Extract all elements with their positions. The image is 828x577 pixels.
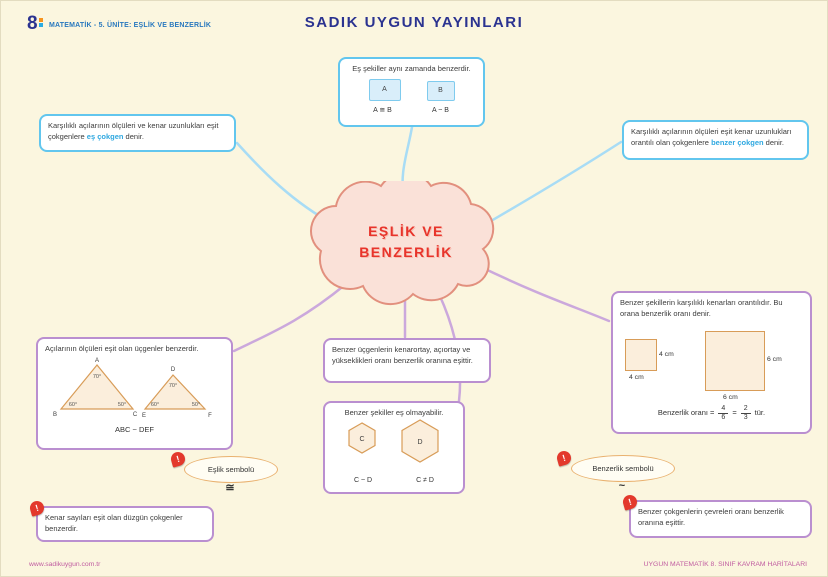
similarity-symbol-bubble: Benzerlik sembolü — [571, 455, 675, 482]
triangle-similarity-relation: ABC ~ DEF — [115, 425, 154, 434]
svg-text:E: E — [142, 413, 146, 419]
congruence-symbol-label: Eşlik sembolü — [207, 465, 255, 474]
svg-text:70°: 70° — [93, 374, 101, 380]
publisher-title: SADIK UYGUN YAYINLARI — [304, 14, 524, 31]
unit-label: MATEMATİK - 5. ÜNİTE: EŞLİK VE BENZERLİK — [49, 22, 212, 29]
definition-text-before: Karşılıklı açılarının ölçüleri ve kenar … — [48, 121, 219, 141]
svg-text:F: F — [208, 413, 212, 419]
hexagon-inequality-relation: C ≠ D — [416, 477, 434, 484]
alert-icon: ! — [555, 449, 573, 467]
formula-prefix: Benzerlik oranı = — [657, 407, 715, 417]
similarity-symbol-glyph: ~ — [618, 480, 626, 492]
similar-triangles-box: Açılarının ölçüleri eşit olan üçgenler b… — [36, 337, 233, 450]
small-square-shape — [625, 339, 657, 371]
grade-badge-dots-icon — [38, 18, 43, 27]
cloud-shape — [310, 181, 495, 306]
congruent-also-similar-text: Eş şekiller aynı zamanda benzerdir. — [352, 64, 471, 73]
median-ratio-text: Benzer üçgenlerin kenarortay, açıortay v… — [332, 345, 473, 365]
congruent-also-similar-box: Eş şekiller aynı zamanda benzerdir. A B … — [338, 57, 485, 127]
definition-text-before: Karşılıklı açılarının ölçüleri eşit kena… — [631, 127, 792, 147]
congruent-polygon-definition-box: Karşılıklı açılarının ölçüleri ve kenar … — [39, 114, 236, 152]
regular-polygons-note-text: Kenar sayıları eşit olan düzgün çokgenle… — [45, 513, 183, 533]
regular-polygons-note-box: Kenar sayıları eşit olan düzgün çokgenle… — [36, 506, 214, 542]
square-relations: A ≅ B A ~ B — [347, 106, 476, 116]
triangles-illustration: A B C 70° 60° 50° D E F 70° 60° 50° — [53, 358, 212, 419]
svg-text:D: D — [417, 439, 422, 446]
hexagon-similarity-relation: C ~ D — [354, 477, 373, 484]
grade-badge: 8 — [27, 14, 43, 33]
svg-text:50°: 50° — [192, 402, 200, 408]
perimeter-ratio-note-box: Benzer çokgenlerin çevreleri oranı benze… — [629, 500, 812, 538]
similar-polygon-definition-box: Karşılıklı açılarının ölçüleri eşit kena… — [622, 120, 809, 160]
square-a: A — [368, 78, 401, 101]
fraction-4-6: 4 6 — [718, 405, 729, 421]
alert-icon: ! — [169, 450, 187, 468]
similarity-symbol-label: Benzerlik sembolü — [592, 464, 654, 473]
formula-suffix: tür. — [754, 407, 766, 417]
map-title-line2: BENZERLİK — [359, 244, 453, 260]
svg-text:50°: 50° — [118, 402, 126, 408]
series-footer: UYGUN MATEMATİK 8. SINIF KAVRAM HARİTALA… — [643, 561, 807, 568]
svg-text:60°: 60° — [69, 402, 77, 408]
grade-badge-number: 8 — [27, 13, 38, 34]
svg-text:C: C — [359, 436, 364, 443]
formula-equals: = — [732, 407, 737, 417]
svg-text:C: C — [133, 412, 138, 418]
similarity-ratio-text: Benzer şekillerin karşılıklı kenarları o… — [620, 298, 783, 318]
hexagon-relations: C ~ D C ≠ D — [332, 476, 456, 486]
fraction-2-3: 2 3 — [740, 405, 751, 421]
large-square-side-label: 6 cm — [767, 356, 782, 363]
congruent-polygon-term: eş çokgen — [86, 131, 124, 141]
square-b: B — [426, 80, 455, 101]
congruence-symbol-bubble: Eşlik sembolü — [184, 456, 278, 483]
example-squares: A B — [347, 78, 476, 101]
svg-text:B: B — [53, 412, 57, 418]
congruence-relation: A ≅ B — [373, 106, 392, 114]
median-ratio-box: Benzer üçgenlerin kenarortay, açıortay v… — [323, 338, 491, 383]
similarity-ratio-box: Benzer şekillerin karşılıklı kenarları o… — [611, 291, 812, 434]
perimeter-ratio-note-text: Benzer çokgenlerin çevreleri oranı benze… — [638, 507, 784, 527]
svg-text:A: A — [95, 358, 99, 364]
svg-text:70°: 70° — [169, 383, 177, 389]
large-square-bottom-label: 6 cm — [723, 394, 738, 401]
svg-text:60°: 60° — [151, 402, 159, 408]
similar-not-congruent-text: Benzer şekiller eş olmayabilir. — [344, 408, 444, 417]
svg-text:D: D — [171, 367, 176, 373]
similar-polygon-term: benzer çokgen — [711, 137, 764, 147]
map-title: EŞLİK VE BENZERLİK — [301, 181, 511, 303]
large-square-shape — [705, 331, 765, 391]
similar-not-congruent-box: Benzer şekiller eş olmayabilir. C D C ~ … — [323, 401, 465, 494]
definition-text-after: denir. — [123, 131, 144, 141]
website-url: www.sadikuygun.com.tr — [29, 561, 101, 568]
hexagons-illustration: C D — [348, 418, 439, 463]
definition-text-after: denir. — [763, 137, 785, 147]
similarity-relation: A ~ B — [432, 106, 449, 114]
small-square-bottom-label: 4 cm — [629, 374, 644, 381]
map-title-line1: EŞLİK VE — [368, 223, 444, 239]
congruence-symbol-glyph: ≅ — [225, 482, 235, 494]
similar-triangles-text: Açılarının ölçüleri eşit olan üçgenler b… — [45, 344, 199, 353]
similarity-ratio-formula: Benzerlik oranı = 4 6 = 2 3 tür. — [613, 405, 810, 421]
small-square-side-label: 4 cm — [659, 351, 674, 358]
